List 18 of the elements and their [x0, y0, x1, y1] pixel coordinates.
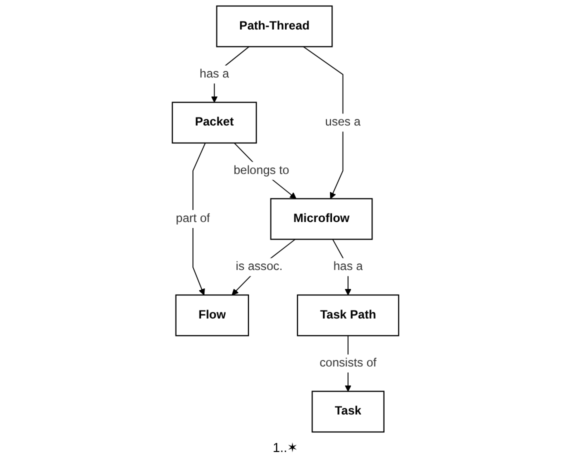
- edge-label: has a: [333, 260, 363, 274]
- node-box: Task: [312, 390, 384, 433]
- edge-label: consists of: [320, 356, 377, 370]
- edge-label: part of: [176, 212, 210, 226]
- node-box: Microflow: [270, 198, 373, 240]
- edge-label: is assoc.: [236, 260, 283, 274]
- edge-label: uses a: [325, 116, 361, 129]
- node-box: Packet: [172, 102, 257, 144]
- arrow: [302, 46, 344, 199]
- arrow: [192, 142, 206, 296]
- node-box: Path-Thread: [216, 5, 333, 48]
- multiplicity-label: 1..✶: [272, 440, 298, 455]
- node-box: Task Path: [296, 294, 400, 336]
- edge-label: belongs to: [234, 164, 290, 177]
- node-box: Flow: [175, 294, 250, 336]
- edge-label: has a: [200, 68, 230, 81]
- arrow: [232, 238, 296, 296]
- arrow: [234, 142, 296, 199]
